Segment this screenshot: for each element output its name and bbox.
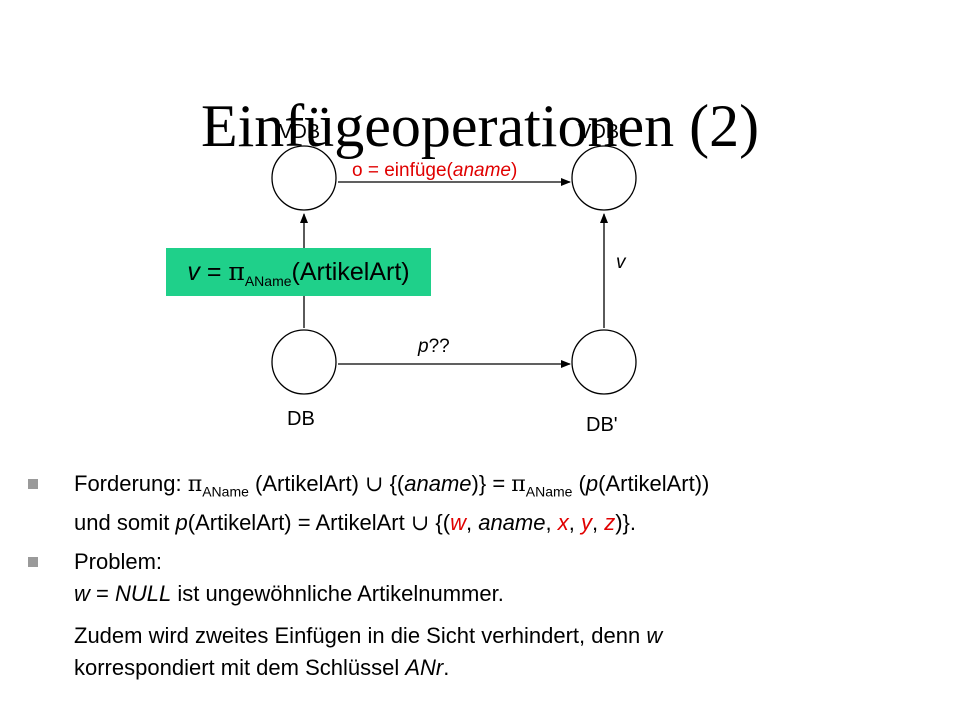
subscript: AName — [202, 483, 249, 500]
var: aname — [404, 471, 472, 496]
var-x: x — [557, 510, 569, 536]
var-y: y — [580, 510, 592, 536]
text: (ArtikelArt) — [248, 471, 366, 496]
bullet-item-requirement: Forderung: πAName (ArtikelArt) ∪ {(aname… — [28, 468, 928, 540]
node-db — [271, 329, 337, 395]
text: )}. — [615, 510, 636, 536]
bullet-square-icon — [28, 557, 38, 568]
var-z: z — [604, 510, 616, 536]
text: Zudem wird zweites Einfügen in die Sicht… — [74, 623, 647, 649]
mapping-p-var: p — [418, 336, 429, 357]
var: p — [175, 510, 188, 536]
view-def-eq: = — [199, 258, 229, 286]
bullet-item-problem: Problem: w = NULL ist ungewöhnliche Arti… — [28, 546, 928, 684]
var: aname — [478, 510, 546, 536]
text: und somit — [74, 510, 176, 536]
union-symbol: ∪ — [365, 472, 384, 497]
problem-line-1: Problem: — [74, 546, 928, 578]
pi-symbol: π — [187, 472, 203, 497]
text: , — [465, 510, 479, 536]
problem-p2-line-2: korrespondiert mit dem Schlüssel ANr. — [74, 652, 928, 684]
label-db-prime: DB' — [586, 414, 618, 436]
bullet-square-icon — [28, 479, 38, 489]
view-def-pi: π — [228, 257, 245, 286]
mapping-p-rest: ?? — [428, 336, 450, 357]
key-name: ANr — [405, 655, 444, 681]
text: ( — [572, 471, 586, 496]
union-symbol: ∪ — [410, 511, 430, 537]
text: = — [89, 581, 115, 607]
slide-title: Einfügeoperationen (2) — [200, 93, 760, 159]
label-db: DB — [287, 408, 315, 430]
bullet-list: Forderung: πAName (ArtikelArt) ∪ {(aname… — [28, 468, 928, 684]
view-label-right-var: v — [616, 252, 626, 273]
problem-line-2: w = NULL ist ungewöhnliche Artikelnummer… — [74, 578, 928, 610]
node-vdb — [271, 145, 337, 211]
insert-label-suffix: ) — [511, 160, 518, 181]
text: korrespondiert mit dem Schlüssel — [74, 655, 406, 681]
text: (ArtikelArt) = ArtikelArt — [187, 510, 411, 536]
text: ist ungewöhnliche Artikelnummer. — [171, 581, 504, 607]
subscript: AName — [525, 483, 573, 500]
view-label-right: v — [616, 252, 626, 274]
insert-label-prefix: o = einfüge( — [352, 160, 453, 181]
var: w — [74, 581, 90, 607]
requirement-line-1: Forderung: πAName (ArtikelArt) ∪ {(aname… — [74, 468, 928, 507]
text: {( — [383, 471, 405, 496]
text: , — [545, 510, 558, 536]
text: {( — [429, 510, 451, 536]
view-def-sub: AName — [244, 273, 292, 289]
text: )} = — [471, 471, 512, 496]
null-literal: NULL — [114, 581, 172, 607]
insert-label-var: aname — [452, 160, 511, 181]
label-vdb: VDB — [279, 121, 321, 143]
text: . — [443, 655, 450, 681]
var-w: w — [450, 510, 466, 536]
insert-operation-label: o = einfüge(aname) — [352, 160, 517, 182]
text: , — [568, 510, 581, 536]
mapping-p-label: p?? — [418, 336, 450, 358]
node-vdb-prime — [571, 145, 637, 211]
text: , — [591, 510, 605, 536]
view-def-arg: (ArtikelArt) — [291, 258, 410, 286]
pi-symbol: π — [511, 472, 526, 497]
problem-paragraph-2: Zudem wird zweites Einfügen in die Sicht… — [74, 620, 928, 684]
view-definition-box: v = πAName(ArtikelArt) — [166, 248, 431, 296]
text: (ArtikelArt)) — [598, 471, 710, 496]
node-db-prime — [571, 329, 637, 395]
text: Problem: — [74, 549, 163, 575]
label-vdb-prime: VDB' — [578, 121, 623, 143]
requirement-line-2: und somit p(ArtikelArt) = ArtikelArt ∪ {… — [74, 507, 928, 540]
problem-p2-line-1: Zudem wird zweites Einfügen in die Sicht… — [74, 620, 928, 652]
text: Forderung: — [74, 471, 188, 496]
var: w — [646, 623, 663, 649]
view-def-var: v — [187, 258, 200, 286]
var: p — [585, 471, 599, 496]
